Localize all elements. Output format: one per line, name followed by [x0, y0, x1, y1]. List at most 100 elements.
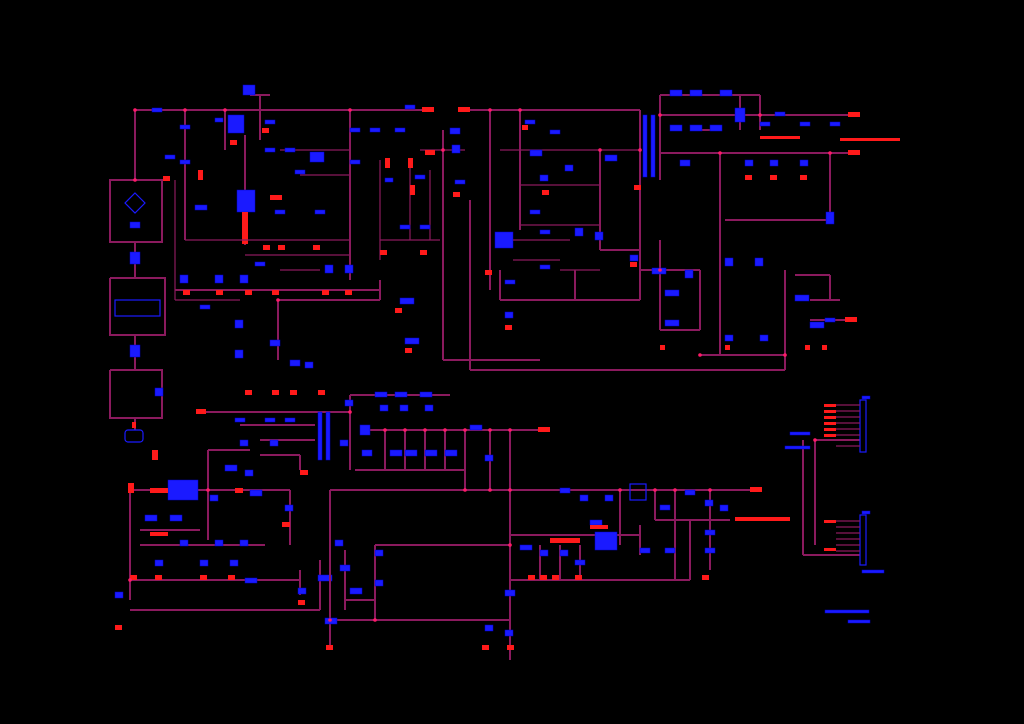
bridge-rectifier [124, 192, 146, 214]
out-net-label-red [840, 138, 900, 141]
cap-c65 [824, 317, 836, 323]
cap-c11 [314, 209, 326, 215]
net-flag-3 [262, 128, 269, 133]
cap-c78 [179, 539, 189, 547]
cap-c34 [419, 224, 431, 230]
net-flag-18 [128, 483, 134, 493]
junctions [128, 108, 832, 622]
transistor-q1 [399, 297, 415, 305]
cap-c111 [504, 629, 514, 637]
cap-c71 [224, 464, 238, 472]
cap-c114 [559, 549, 569, 557]
gnd-label-34 [298, 600, 305, 605]
gnd-label-9 [272, 390, 279, 395]
llc-controller-ic [494, 231, 514, 249]
bridge-diode [129, 221, 141, 229]
cap-c44 [679, 159, 691, 167]
cap-c58 [504, 311, 514, 319]
cap-c103 [334, 539, 344, 547]
cap-c74 [249, 489, 263, 497]
choke-1 [129, 251, 141, 265]
rect-diode-4 [669, 124, 683, 132]
cap-c13 [254, 261, 266, 267]
cn1-pin-2 [824, 410, 836, 413]
cap-c4 [164, 154, 176, 160]
cap-c46 [529, 149, 543, 157]
gnd-label-24 [630, 262, 637, 267]
gnd-label-27 [805, 345, 810, 350]
net-flag-5 [278, 245, 285, 250]
cap-c57 [539, 264, 551, 270]
opto-led [664, 289, 680, 297]
gnd-label-1 [163, 176, 170, 181]
gnd-label-7 [345, 290, 352, 295]
cap-c47 [524, 119, 536, 125]
gnd-label-29 [130, 575, 137, 580]
cap-c90 [419, 391, 433, 398]
cap-c124 [639, 547, 651, 554]
cap-c91 [379, 404, 389, 412]
cap-c77 [169, 514, 183, 522]
cn1-label-2 [784, 445, 811, 450]
cap-c16 [349, 127, 361, 133]
standby-xfmr-core-r [325, 411, 331, 461]
gnd-label-39 [540, 575, 547, 580]
gnd-label-16 [405, 348, 412, 353]
cap-c19 [349, 159, 361, 165]
net-flag-15 [845, 317, 857, 322]
cap-c63 [759, 334, 769, 342]
net-flag-23 [300, 470, 308, 475]
cap-c33 [399, 224, 411, 230]
gnd-label-23 [505, 325, 512, 330]
gnd-label-22 [485, 270, 492, 275]
cap-c107 [374, 579, 384, 587]
cap-c12 [274, 209, 286, 215]
cap-c40 [829, 121, 841, 127]
transistor-q3 [794, 294, 810, 302]
cap-c112 [519, 544, 533, 551]
net-flag-24 [282, 522, 290, 527]
cap-c28 [289, 359, 301, 367]
cap-c8 [264, 147, 276, 153]
rect-diode-6 [709, 124, 723, 132]
cap-c119 [589, 519, 603, 526]
transistor-q4 [809, 321, 825, 329]
dcdc-section [324, 483, 790, 650]
cap-c9 [284, 147, 296, 153]
cap-c5 [194, 204, 208, 211]
fuse-pin [132, 422, 136, 428]
cn2-pin-2 [824, 548, 836, 551]
rect-diode-1 [669, 89, 683, 97]
cap-c72 [244, 469, 254, 477]
net-flag-10 [408, 158, 413, 168]
cap-c66 [234, 417, 246, 423]
cap-c17 [369, 127, 381, 133]
cap-c113 [539, 549, 549, 557]
cap-c45 [604, 154, 618, 162]
cap-c61 [754, 257, 764, 267]
cap-c25 [234, 319, 244, 329]
gnd-label-31 [200, 575, 207, 580]
cap-c35 [414, 174, 426, 180]
connector-section [784, 395, 885, 574]
cap-c54 [594, 231, 604, 241]
transistor-q2 [404, 337, 420, 345]
cap-c95 [361, 449, 373, 457]
cap-c102 [339, 439, 349, 447]
cap-c43 [799, 159, 809, 167]
pfc-controller-ic [236, 189, 256, 213]
cap-c109 [484, 624, 494, 632]
cap-c73 [209, 494, 219, 502]
cap-c24 [199, 304, 211, 310]
cap-c15 [344, 264, 354, 274]
cap-c64 [825, 211, 835, 225]
cap-c80 [239, 539, 249, 547]
gnd-label-11 [318, 390, 325, 395]
cap-c56 [504, 279, 516, 285]
cap-c50 [564, 164, 574, 172]
cap-c115 [574, 559, 586, 566]
cap-c55 [629, 254, 639, 262]
cap-c41 [744, 159, 754, 167]
cap-c97 [404, 449, 418, 457]
